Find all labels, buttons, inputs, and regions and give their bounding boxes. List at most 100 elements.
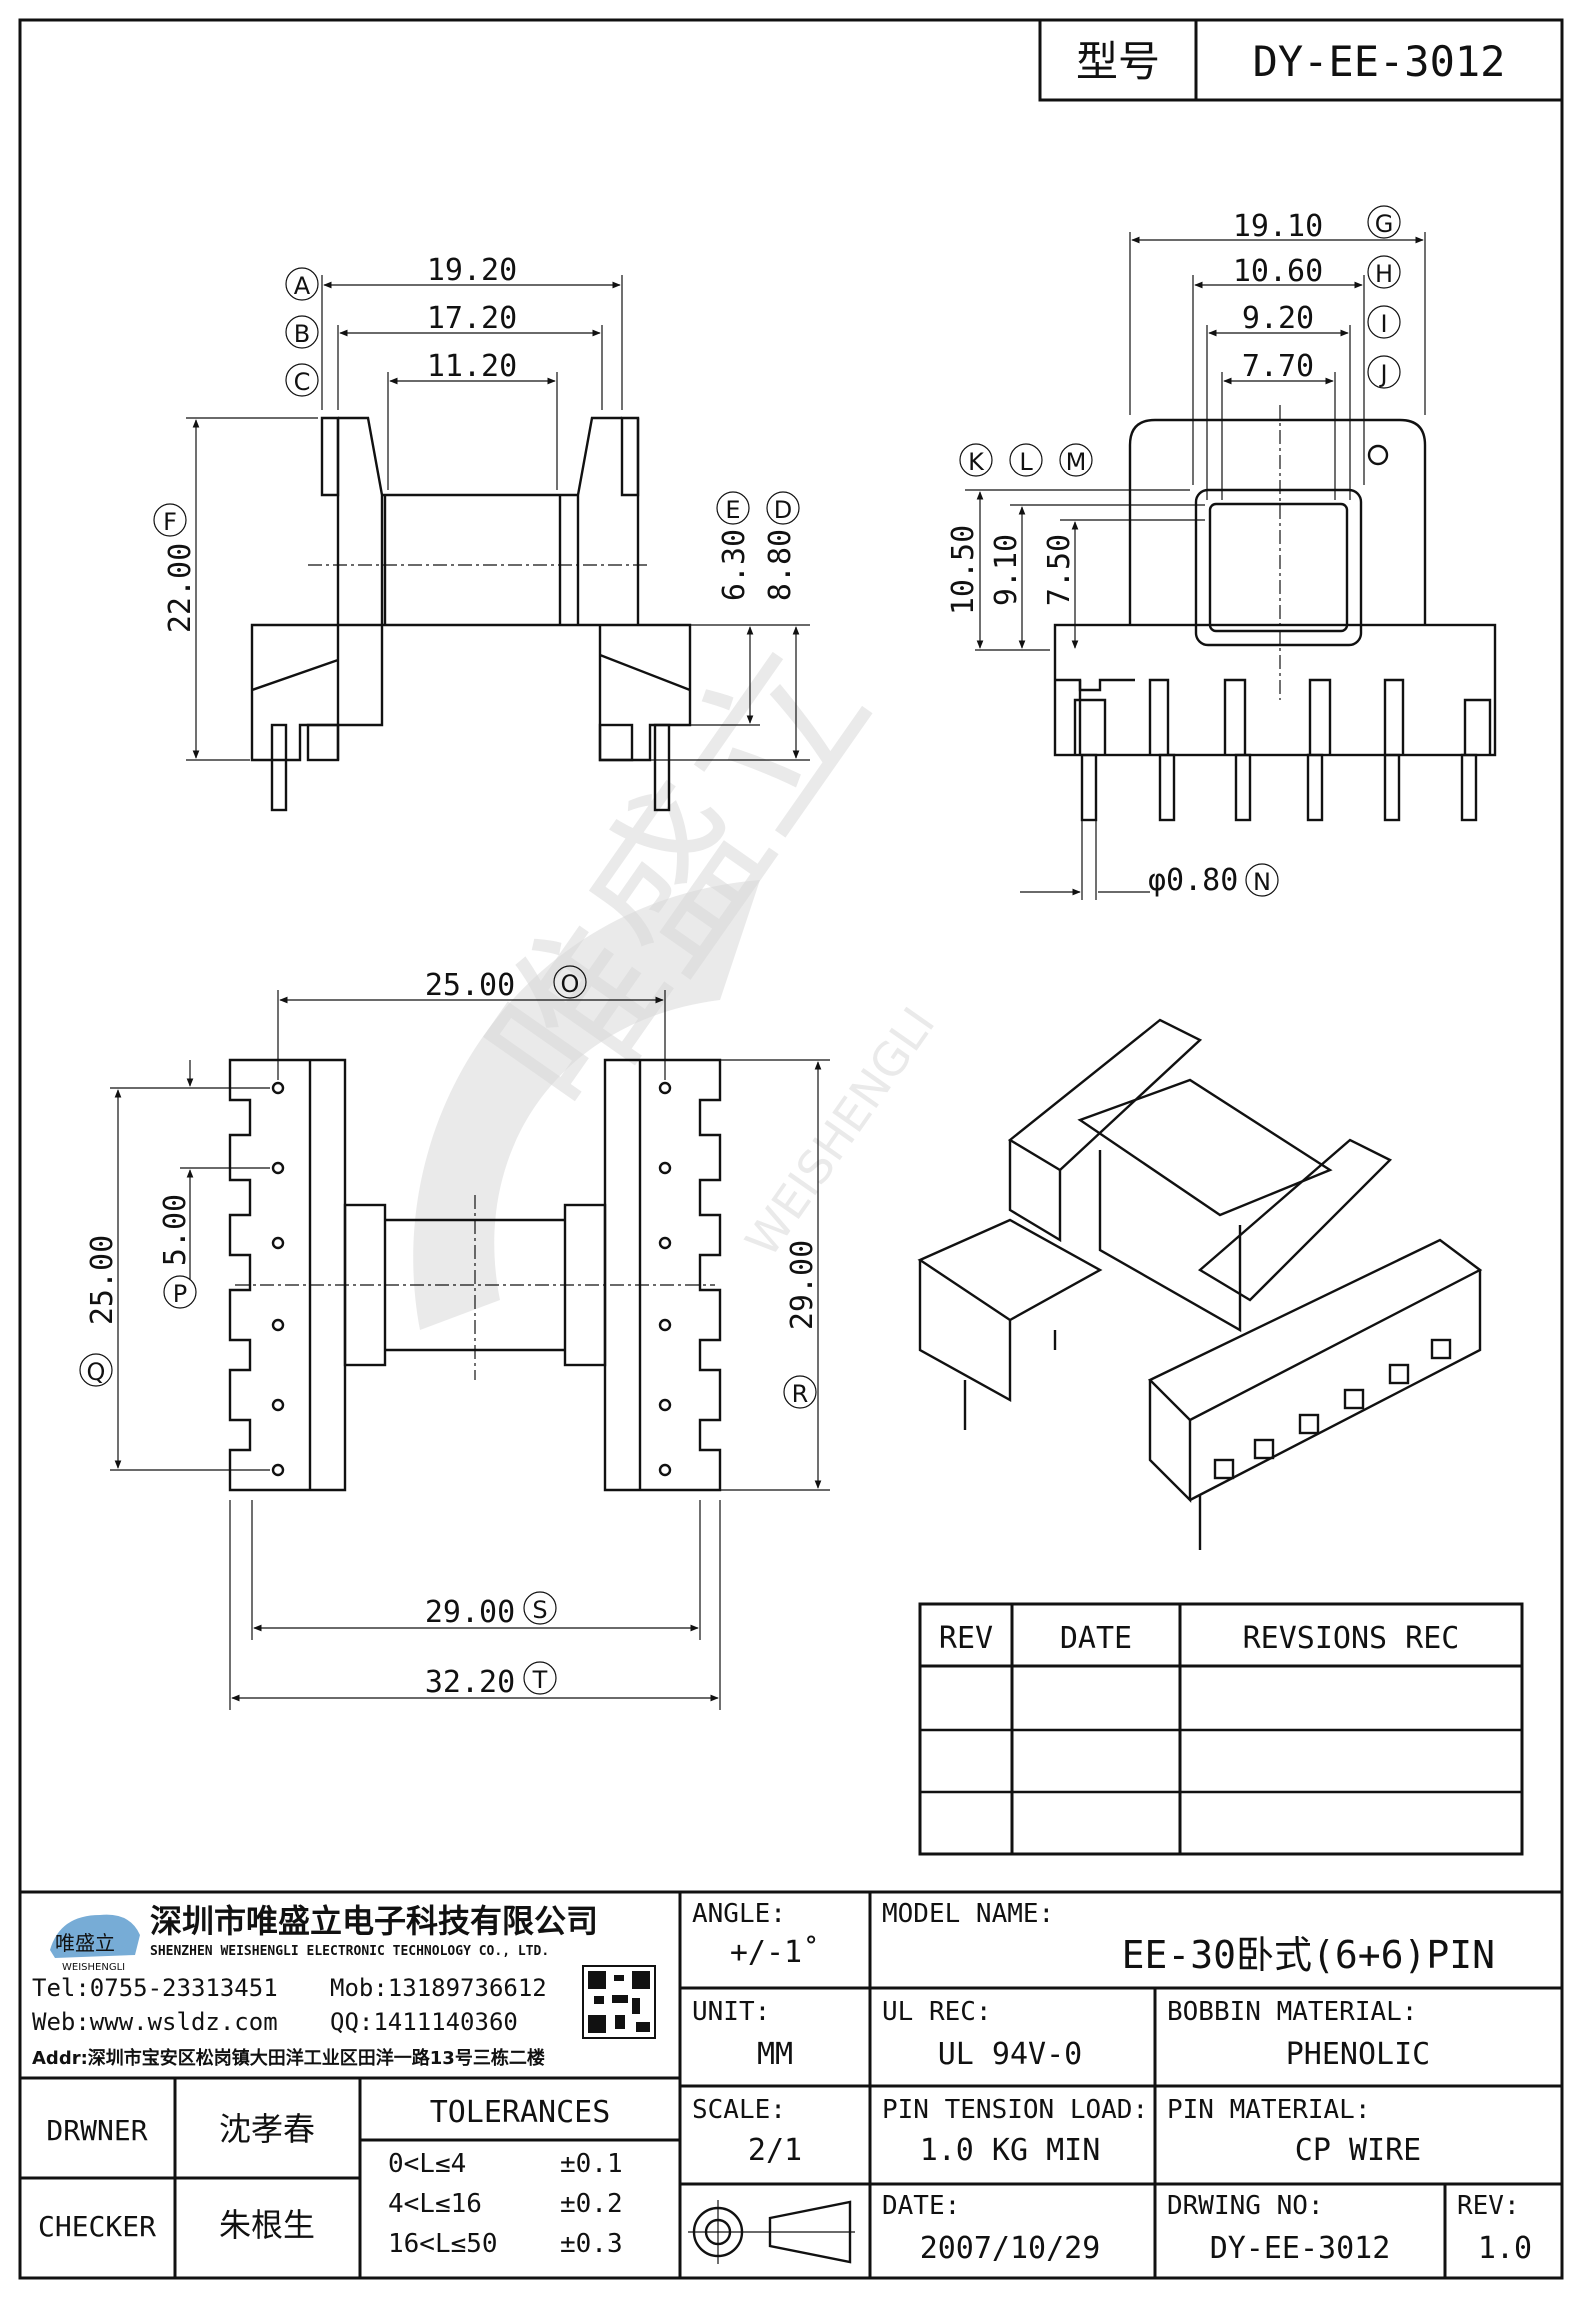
bobbin-value: PHENOLIC	[1286, 2037, 1431, 2072]
svg-text:E: E	[725, 496, 740, 524]
dim-d: 8.80	[763, 529, 798, 601]
rev-header-date: DATE	[1060, 1621, 1132, 1656]
tag-h: H	[1367, 255, 1401, 289]
tag-c: C	[285, 363, 319, 397]
tolerance-rows: 0<L≤4 ±0.1 4<L≤16 ±0.2 16<L≤50 ±0.3	[388, 2149, 623, 2259]
tag-s: S	[523, 1591, 557, 1625]
svg-text:I: I	[1380, 310, 1387, 338]
dim-a: 19.20	[427, 253, 517, 288]
tag-q: Q	[79, 1353, 113, 1387]
dim-r: 29.00	[785, 1240, 820, 1330]
dim-k: 10.50	[946, 525, 981, 615]
web: Web:www.wsldz.com	[32, 2008, 278, 2036]
dim-s: 29.00	[425, 1595, 515, 1630]
pin-tension-label: PIN TENSION LOAD:	[882, 2095, 1148, 2125]
svg-text:K: K	[968, 448, 985, 476]
tag-t: T	[523, 1661, 557, 1695]
dim-n: φ0.80	[1148, 863, 1238, 898]
drawer-value: 沈孝春	[219, 2110, 315, 2148]
tag-g: G	[1367, 205, 1401, 239]
tol-range: 16<L≤50	[388, 2229, 498, 2259]
dim-h: 10.60	[1233, 254, 1323, 289]
rev-value: 1.0	[1478, 2231, 1532, 2266]
dim-q: 25.00	[85, 1235, 120, 1325]
dim-j: 7.70	[1242, 349, 1314, 384]
model-label: 型号	[1076, 37, 1160, 86]
scale-label: SCALE:	[692, 2095, 786, 2125]
tel: Tel:0755-23313451	[32, 1974, 278, 2002]
header-model-box: 型号 DY-EE-3012	[1038, 18, 1564, 102]
pin-material-label: PIN MATERIAL:	[1167, 2095, 1371, 2125]
ul-label: UL REC:	[882, 1997, 992, 2027]
unit-value: MM	[757, 2037, 793, 2072]
angle-value: +/-1˚	[730, 1935, 820, 1970]
model-value: DY-EE-3012	[1253, 37, 1506, 86]
tag-r: R	[783, 1375, 817, 1409]
dim-l: 9.10	[989, 534, 1024, 606]
bobbin-label: BOBBIN MATERIAL:	[1167, 1997, 1417, 2027]
svg-text:F: F	[163, 508, 177, 536]
rev-header-rec: REVSIONS REC	[1243, 1621, 1460, 1656]
angle-label: ANGLE:	[692, 1899, 786, 1929]
address: Addr:深圳市宝安区松岗镇大田洋工业区田洋一路13号三栋二楼	[32, 2047, 545, 2069]
dim-e: 6.30	[717, 529, 752, 601]
company-cn: 深圳市唯盛立电子科技有限公司	[150, 1902, 598, 1940]
bottom-view: 25.00 O 5.00 P 25.00 Q 29.00 R 29.00 S 3…	[79, 965, 830, 1710]
outer-frame	[18, 18, 1564, 2280]
checker-label: CHECKER	[38, 2210, 156, 2243]
title-block: 唯盛立 WEISHENGLI 深圳市唯盛立电子科技有限公司 SHENZHEN W…	[20, 1890, 1562, 2278]
watermark-cn: 唯盛立	[451, 612, 906, 1143]
drawing-no-label: DRWING NO:	[1167, 2191, 1324, 2221]
dim-t: 32.20	[425, 1665, 515, 1700]
front-view: 19.20 17.20 11.20 A B C 22.00 F 6.30 8.8…	[153, 253, 810, 812]
tag-i: I	[1367, 305, 1401, 339]
model-name-label: MODEL NAME:	[882, 1899, 1054, 1929]
svg-text:M: M	[1066, 448, 1087, 476]
dim-o: 25.00	[425, 968, 515, 1003]
scale-value: 2/1	[748, 2133, 802, 2168]
date-value: 2007/10/29	[920, 2231, 1101, 2266]
tag-j: J	[1367, 355, 1401, 389]
svg-text:Q: Q	[87, 1358, 106, 1386]
tag-b: B	[285, 315, 319, 349]
checker-value: 朱根生	[219, 2206, 315, 2244]
svg-text:G: G	[1375, 210, 1394, 238]
tag-m: M	[1059, 443, 1093, 477]
svg-text:O: O	[561, 970, 580, 998]
dim-g: 19.10	[1233, 209, 1323, 244]
rev-label: REV:	[1457, 2191, 1520, 2221]
svg-text:B: B	[294, 320, 310, 348]
qq: QQ:1411140360	[330, 2008, 518, 2036]
tol-value: ±0.3	[560, 2229, 623, 2259]
svg-text:J: J	[1378, 360, 1387, 388]
svg-text:T: T	[532, 1666, 548, 1694]
dim-c: 11.20	[427, 349, 517, 384]
pin-material-value: CP WIRE	[1295, 2133, 1421, 2168]
company-logo: 唯盛立 WEISHENGLI	[50, 1914, 140, 1973]
tag-k: K	[959, 443, 993, 477]
tag-p: P	[163, 1275, 197, 1309]
watermark-en: WEISHENGLI	[735, 998, 946, 1267]
svg-text:N: N	[1253, 868, 1271, 896]
tag-e: E	[716, 491, 750, 525]
side-view: 19.10 10.60 9.20 7.70 G H I J 10.50 9.10…	[946, 205, 1497, 900]
svg-text:P: P	[173, 1280, 187, 1308]
dim-b: 17.20	[427, 301, 517, 336]
logo-text: 唯盛立	[55, 1931, 115, 1955]
svg-text:R: R	[792, 1380, 809, 1408]
model-name-value: EE-30卧式(6+6)PIN	[1122, 1933, 1495, 1977]
drawer-label: DRWNER	[46, 2114, 147, 2147]
tag-n: N	[1245, 863, 1279, 897]
svg-text:A: A	[294, 272, 311, 300]
mob: Mob:13189736612	[330, 1974, 547, 2002]
projection-symbol	[688, 2200, 855, 2264]
rev-header-rev: REV	[939, 1621, 993, 1656]
tol-value: ±0.1	[560, 2149, 623, 2179]
tolerances-label: TOLERANCES	[430, 2095, 611, 2130]
tag-d: D	[766, 491, 800, 525]
svg-text:L: L	[1019, 448, 1033, 476]
qr-code	[582, 1965, 656, 2039]
dim-f: 22.00	[163, 543, 198, 633]
ul-value: UL 94V-0	[938, 2037, 1083, 2072]
